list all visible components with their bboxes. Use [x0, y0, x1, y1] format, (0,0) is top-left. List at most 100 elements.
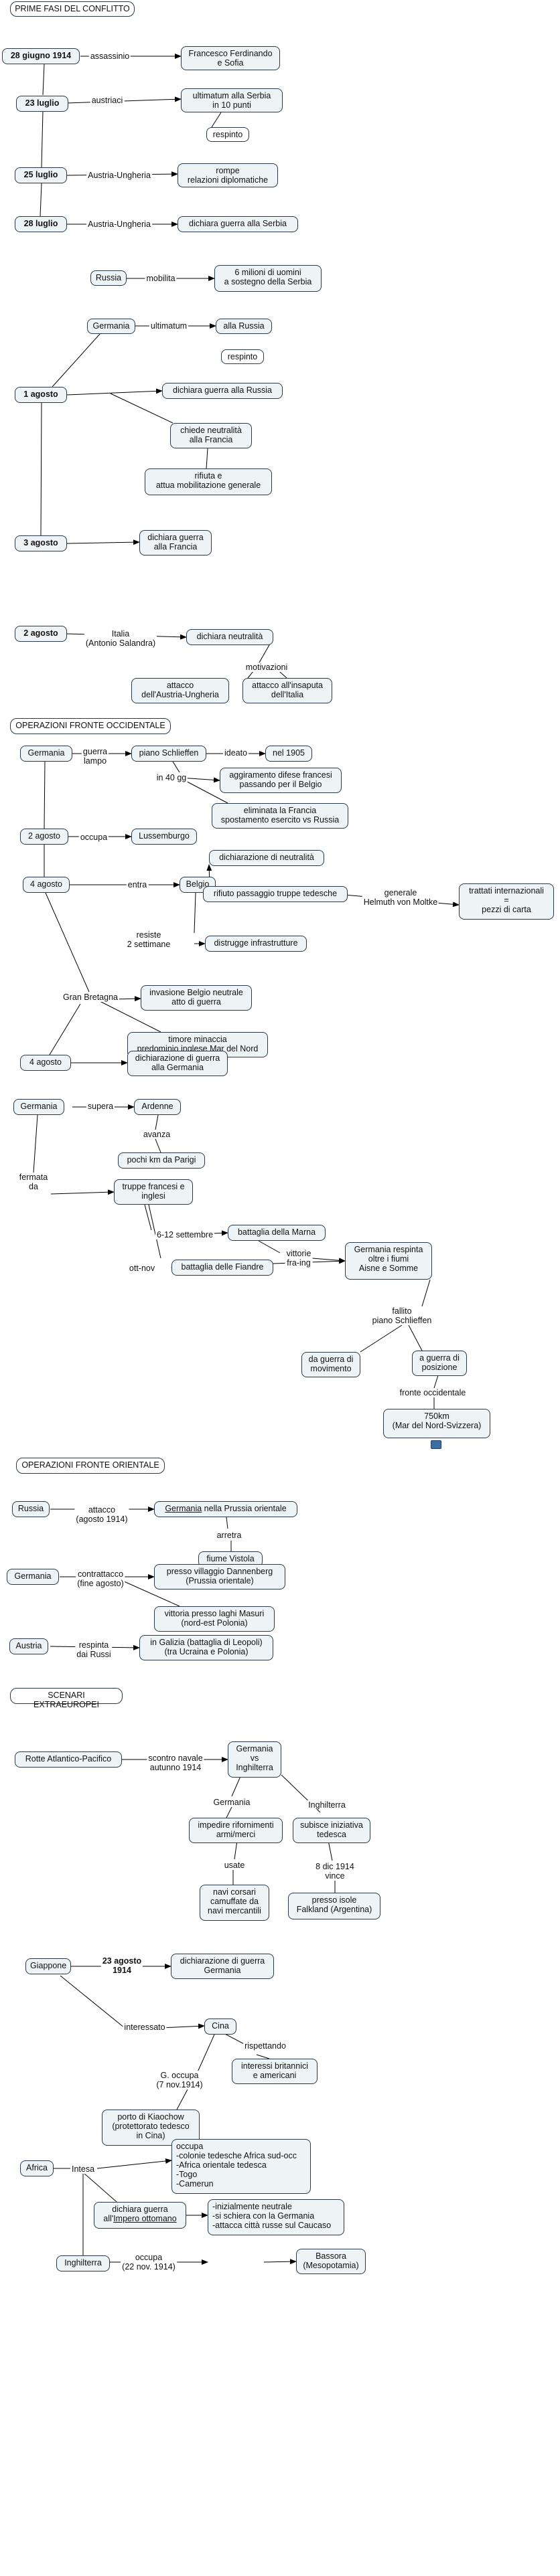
label-6-12-settembre: 6-12 settembre	[155, 1230, 215, 1239]
section-title-prime-fasi: PRIME FASI DEL CONFLITTO	[10, 1, 135, 17]
label-attacco-agosto: attacco (agosto 1914)	[74, 1505, 129, 1524]
node-battaglia-fiandre: battaglia delle Fiandre	[171, 1260, 273, 1276]
node-28-luglio: 28 luglio	[15, 216, 67, 232]
label-guerra-lampo: guerra lampo	[81, 747, 109, 766]
node-6-milioni-uomini: 6 milioni di uomini a sostegno della Ser…	[214, 265, 322, 292]
node-tannenberg: presso villaggio Dannenberg (Prussia ori…	[154, 1564, 285, 1590]
node-3-agosto: 3 agosto	[15, 535, 67, 551]
label-avanza: avanza	[141, 1130, 172, 1139]
node-pochi-km-parigi: pochi km da Parigi	[118, 1152, 205, 1169]
label-interessato: interessato	[123, 2023, 167, 2032]
node-dichiara-neutralita: dichiara neutralità	[186, 629, 273, 645]
node-guerra-movimento: da guerra di movimento	[301, 1352, 360, 1377]
node-francesco-ferdinando: Francesco Ferdinando e Sofia	[181, 46, 280, 70]
node-rotte-atlantico: Rotte Atlantico-Pacifico	[15, 1751, 122, 1768]
label-germania: Germania	[212, 1798, 252, 1807]
label-inghilterra: Inghilterra	[307, 1800, 347, 1810]
node-piano-schlieffen: piano Schlieffen	[131, 746, 206, 762]
map-icon[interactable]	[431, 1440, 441, 1449]
label-vittorie-fra-ing: vittorie fra-ing	[285, 1249, 313, 1268]
node-eliminata-francia: eliminata la Francia spostamento esercit…	[212, 803, 348, 829]
label-occupa-1: occupa	[78, 833, 109, 842]
node-russia-2: Russia	[12, 1501, 50, 1517]
node-28-giugno-1914: 28 giugno 1914	[2, 48, 80, 64]
node-prussia-orientale: Germania nella Prussia orientale	[154, 1501, 297, 1517]
label-gran-bretagna: Gran Bretagna	[62, 993, 119, 1002]
section-title-fronte-orientale: OPERAZIONI FRONTE ORIENTALE	[16, 1458, 165, 1474]
node-germania-1: Germania	[87, 319, 135, 334]
node-giappone: Giappone	[25, 1958, 71, 1974]
node-germania-4: Germania	[7, 1569, 59, 1585]
node-navi-corsari: navi corsari camuffate da navi mercantil…	[200, 1885, 269, 1921]
node-guerra-posizione: a guerra di posizione	[412, 1351, 467, 1376]
node-attacco-austria: attacco dell'Austria-Ungheria	[131, 678, 229, 703]
germania-link[interactable]: Germania	[165, 1504, 202, 1513]
node-2-agosto-italia: 2 agosto	[15, 626, 67, 642]
node-respinto-2: respinto	[221, 349, 264, 364]
label-austria-ungheria-2: Austria-Ungheria	[86, 220, 152, 229]
node-nel-1905: nel 1905	[265, 746, 312, 762]
node-2-agosto-lussemburgo: 2 agosto	[20, 829, 68, 845]
node-dichiarazione-germania: dichiarazione di guerra alla Germania	[127, 1051, 228, 1076]
node-inghilterra: Inghilterra	[56, 2255, 110, 2271]
node-subisce-iniziativa: subisce iniziativa tedesca	[293, 1818, 370, 1843]
node-galizia: in Galizia (battaglia di Leopoli) (tra U…	[139, 1635, 273, 1660]
label-23-agosto-1914: 23 agosto 1914	[100, 1956, 143, 1975]
label-austriaci: austriaci	[90, 96, 125, 105]
label-occupa-22-nov: occupa (22 nov. 1914)	[121, 2253, 177, 2271]
label-rispettando: rispettando	[243, 2041, 287, 2051]
node-germania-2: Germania	[20, 746, 72, 762]
node-cina: Cina	[204, 2019, 236, 2035]
node-ultimatum-serbia: ultimatum alla Serbia in 10 punti	[181, 88, 283, 112]
node-isole-falkland: presso isole Falkland (Argentina)	[288, 1893, 380, 1919]
impero-ottomano-link[interactable]: Impero ottomano	[113, 2214, 177, 2223]
node-rifiuto-passaggio: rifiuto passaggio truppe tedesche	[203, 886, 348, 902]
node-guerra-serbia: dichiara guerra alla Serbia	[178, 216, 298, 232]
label-fallito-piano: fallito piano Schlieffen	[370, 1306, 433, 1325]
node-impedire-rifornimenti: impedire rifornimenti armi/merci	[189, 1818, 283, 1843]
label-8-dic-1914: 8 dic 1914 vince	[314, 1862, 356, 1881]
node-ardenne: Ardenne	[134, 1099, 181, 1115]
node-inizialmente-neutrale: -inizialmente neutrale -si schiera con l…	[208, 2199, 344, 2235]
node-4-agosto-belgio: 4 agosto	[23, 877, 70, 893]
label-supera: supera	[86, 1102, 115, 1111]
prussia-text: nella Prussia orientale	[202, 1504, 287, 1513]
node-25-luglio: 25 luglio	[15, 167, 67, 183]
label-entra: entra	[126, 880, 149, 889]
label-motivazioni: motivazioni	[244, 663, 289, 672]
node-respinto-1: respinto	[206, 127, 249, 142]
node-chiede-neutralita: chiede neutralità alla Francia	[170, 423, 252, 448]
node-impero-ottomano: dichiara guerra all'Impero ottomano	[94, 2202, 186, 2229]
node-guerra-francia: dichiara guerra alla Francia	[139, 530, 212, 555]
node-dichiarazione-neutralita: dichiarazione di neutralità	[209, 850, 324, 866]
node-occupa-africa: occupa -colonie tedesche Africa sud-occ …	[171, 2139, 311, 2194]
node-guerra-russia: dichiara guerra alla Russia	[162, 383, 283, 399]
label-mobilita: mobilita	[145, 274, 177, 283]
node-africa: Africa	[20, 2160, 54, 2176]
label-g-occupa: G. occupa (7 nov.1914)	[155, 2071, 204, 2089]
node-germania-respinta: Germania respinta oltre i fiumi Aisne e …	[345, 1242, 432, 1280]
node-lussemburgo: Lussemburgo	[131, 829, 197, 845]
label-fronte-occidentale: fronte occidentale	[398, 1388, 468, 1397]
label-arretra: arretra	[215, 1531, 243, 1540]
node-guerra-germania-giappone: dichiarazione di guerra Germania	[171, 1954, 274, 1979]
node-750km: 750km (Mar del Nord-Svizzera)	[383, 1409, 490, 1438]
label-scontro-navale: scontro navale autunno 1914	[147, 1753, 204, 1772]
node-porto-kiaochow: porto di Kiaochow (protettorato tedesco …	[102, 2110, 200, 2146]
node-truppe-francesi-inglesi: truppe francesi e inglesi	[114, 1179, 193, 1205]
label-ultimatum: ultimatum	[149, 321, 189, 331]
section-title-fronte-occidentale: OPERAZIONI FRONTE OCCIDENTALE	[10, 718, 171, 734]
node-1-agosto: 1 agosto	[15, 387, 67, 403]
node-4-agosto-gb: 4 agosto	[20, 1055, 71, 1071]
node-russia-1: Russia	[90, 270, 127, 286]
label-assassinio: assassinio	[88, 52, 131, 61]
label-austria-ungheria-1: Austria-Ungheria	[86, 171, 152, 180]
label-intesa: Intesa	[70, 2164, 96, 2174]
label-italia-salandra: Italia (Antonio Salandra)	[84, 629, 157, 648]
node-attacco-insaputa: attacco all'insaputa dell'Italia	[242, 678, 332, 703]
label-fermata-da: fermata da	[17, 1173, 50, 1191]
node-rompe-relazioni: rompe relazioni diplomatiche	[178, 163, 278, 187]
node-rifiuta-mobilitazione: rifiuta e attua mobilitazione generale	[145, 468, 272, 495]
label-in-40-gg: in 40 gg	[155, 773, 188, 782]
node-germania-3: Germania	[13, 1099, 64, 1115]
